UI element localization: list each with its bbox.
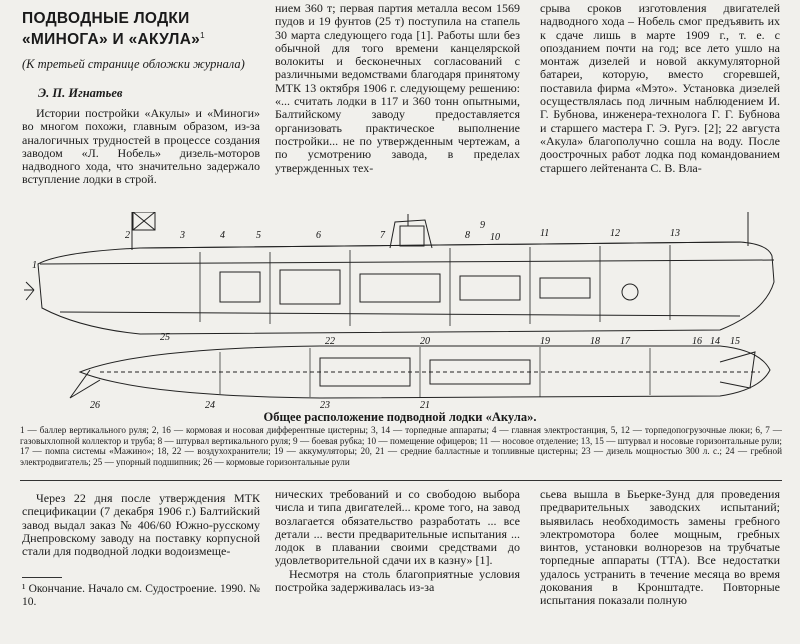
callout-25: 25: [160, 332, 170, 343]
callout-9: 9: [480, 220, 485, 231]
figure-legend: 1 — баллер вертикального руля; 2, 16 — к…: [20, 425, 782, 467]
hull-side-profile: [37, 241, 775, 335]
callout-2: 2: [125, 230, 130, 241]
paragraph: нием 360 т; первая партия металла весом …: [275, 1, 520, 175]
paragraph: сьева вышла в Бьерке-Зунд для проведения…: [540, 487, 780, 608]
callout-4: 4: [220, 230, 225, 241]
callout-24: 24: [205, 400, 215, 410]
callout-15: 15: [730, 336, 740, 347]
paragraph: Через 22 дня после утверждения МТК специ…: [22, 491, 260, 559]
paragraph: Несмотря на столь благоприятные условия …: [275, 566, 520, 595]
callout-21: 21: [420, 400, 430, 410]
callout-11: 11: [540, 228, 549, 239]
figure-caption: Общее расположение подводной лодки «Акул…: [263, 410, 537, 424]
callout-14: 14: [710, 336, 720, 347]
title-line-2: «МИНОГА» И «АКУЛА»1: [22, 31, 205, 49]
callout-22: 22: [325, 336, 335, 347]
callout-13: 13: [670, 228, 680, 239]
callout-8: 8: [465, 230, 470, 241]
footnote-marker: 1: [200, 31, 205, 40]
column-2-top: нием 360 т; первая партия металла весом …: [275, 1, 520, 175]
article-title: ПОДВОДНЫЕ ЛОДКИ «МИНОГА» И «АКУЛА»1: [22, 10, 262, 48]
column-3-bottom: сьева вышла в Бьерке-Зунд для проведения…: [540, 487, 780, 608]
propeller: [24, 281, 35, 301]
callout-23: 23: [320, 400, 330, 410]
footnote: ¹ Окончание. Начало см. Судостроение. 19…: [22, 583, 260, 608]
callout-16: 16: [692, 336, 702, 347]
submarine-drawing: 1 2 3 4 5 6 7 8 9 10 11 12 13 14 15 16 1…: [24, 212, 775, 410]
column-3-top: срыва сроков изготовления двигателей над…: [540, 1, 780, 175]
callout-1: 1: [32, 260, 37, 271]
article-author: Э. П. Игнатьев: [38, 86, 123, 100]
paragraph: Истории постройки «Акулы» и «Миноги» во …: [22, 106, 260, 187]
callout-19: 19: [540, 336, 550, 347]
hull-plan-view: [78, 345, 771, 399]
callout-3: 3: [179, 230, 185, 241]
column-1-top: Истории постройки «Акулы» и «Миноги» во …: [22, 106, 260, 187]
section-divider: [20, 480, 782, 481]
paragraph: срыва сроков изготовления двигателей над…: [540, 1, 780, 175]
callout-26: 26: [90, 400, 100, 410]
callout-7: 7: [380, 230, 386, 241]
column-1-bottom: Через 22 дня после утверждения МТК специ…: [22, 491, 260, 559]
title-line-1: ПОДВОДНЫЕ ЛОДКИ: [22, 10, 190, 27]
paragraph: нических требований и со свободою выбора…: [275, 487, 520, 568]
callout-17: 17: [620, 336, 631, 347]
callout-12: 12: [610, 228, 620, 239]
article-subtitle: (К третьей странице обложки журнала): [22, 57, 245, 71]
footnote-rule: [22, 577, 62, 578]
callout-6: 6: [316, 230, 321, 241]
callout-20: 20: [420, 336, 430, 347]
callout-5: 5: [256, 230, 261, 241]
callout-18: 18: [590, 336, 600, 347]
conning-tower: [389, 219, 433, 249]
callout-10: 10: [490, 232, 500, 243]
column-2-bottom: нических требований и со свободою выбора…: [275, 487, 520, 595]
